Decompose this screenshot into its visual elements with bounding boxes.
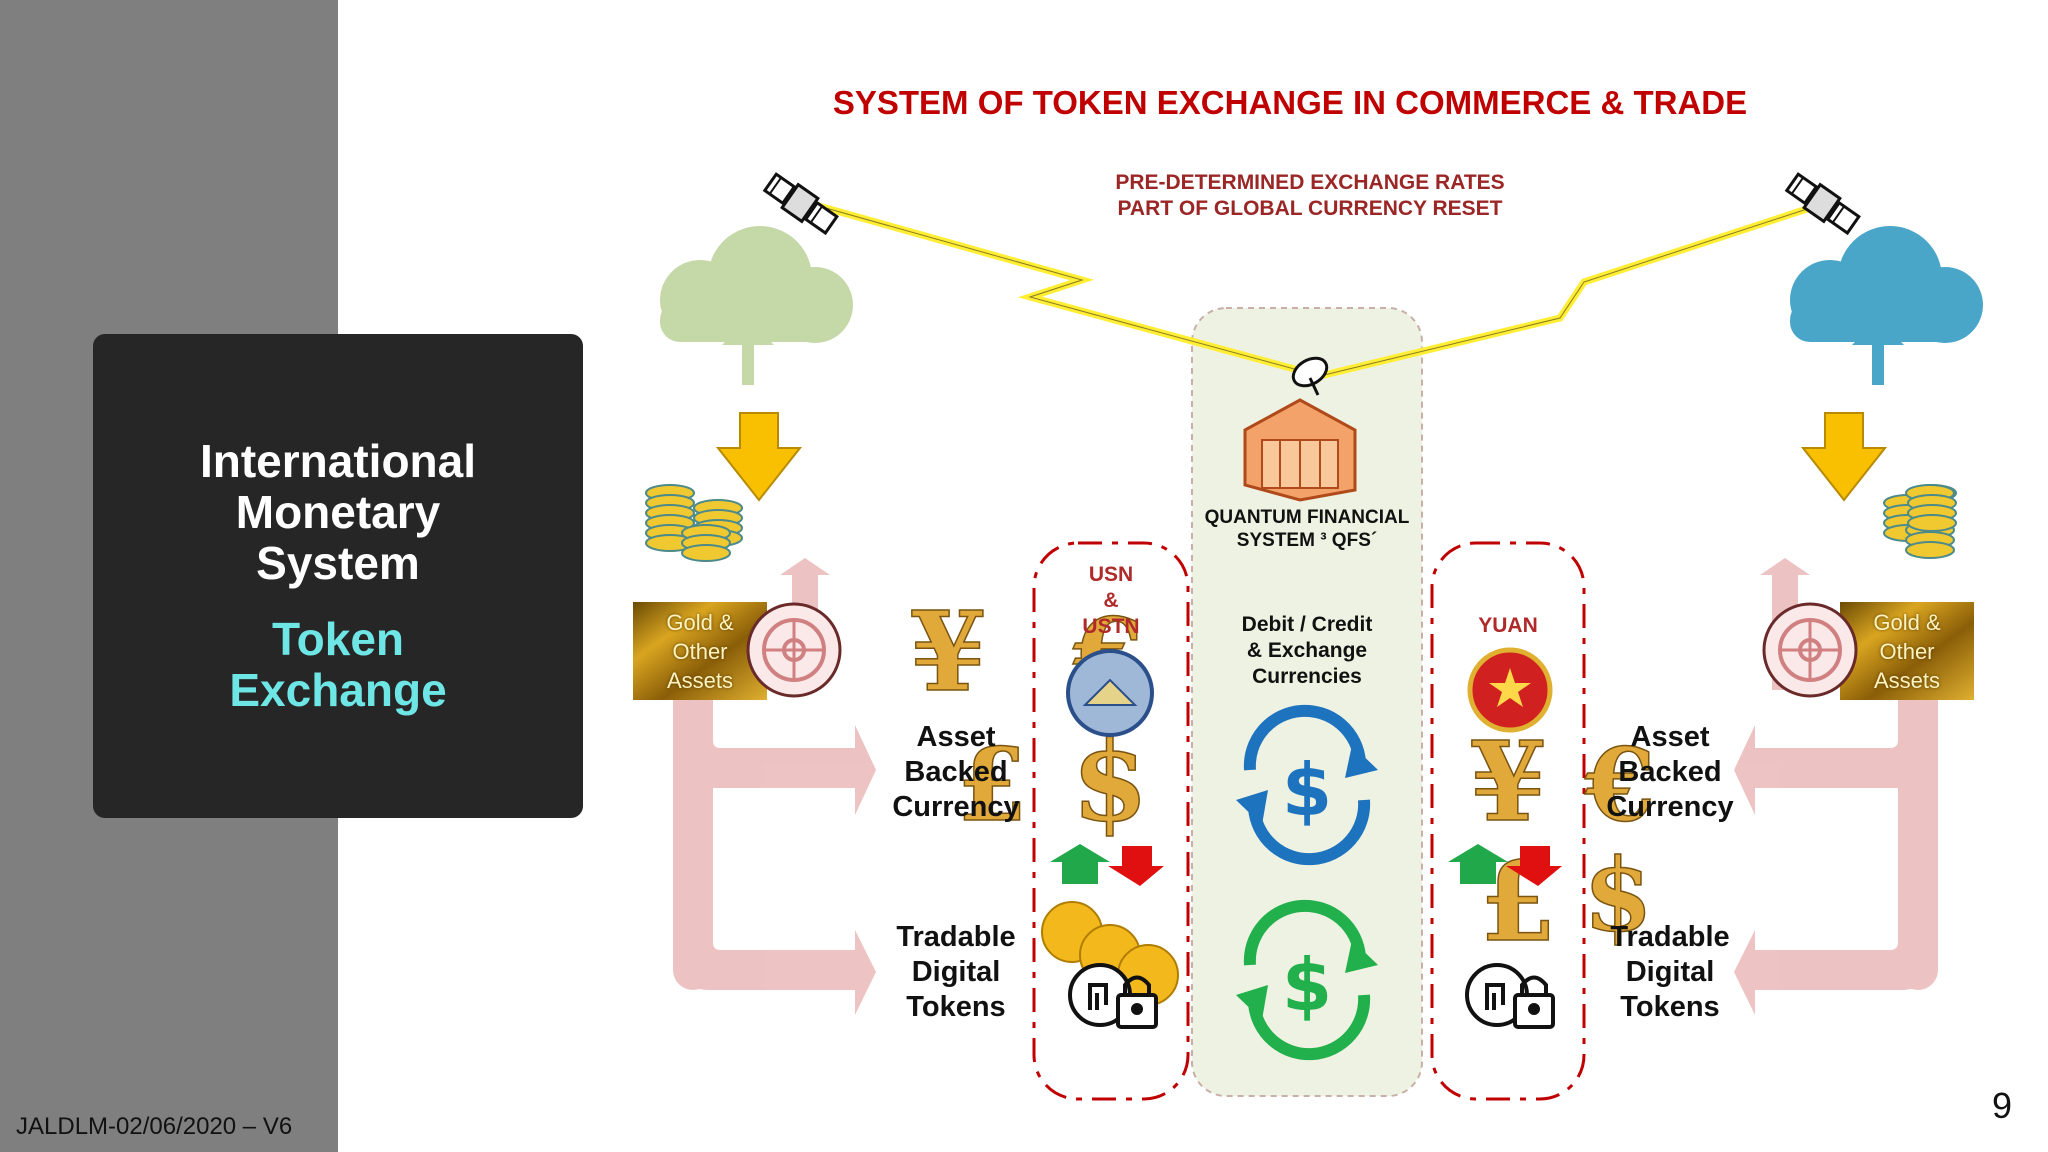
center-label: Debit / Credit & Exchange Currencies [1192, 612, 1422, 690]
page-number: 9 [1991, 1085, 2012, 1126]
satellite-icon [762, 172, 839, 236]
up-green-arrow [1448, 844, 1508, 884]
lightning-left-edge [807, 202, 1321, 377]
assets-line: Assets [1873, 668, 1941, 693]
abc-line: Backed [904, 756, 1008, 788]
qfs-line: QUANTUM FINANCIAL [1204, 507, 1410, 528]
abc-line: Currency [892, 791, 1020, 823]
heading-line: Monetary [235, 486, 441, 538]
assets-line: Gold & [666, 610, 734, 635]
tdt-line: Tokens [906, 991, 1006, 1023]
abc-line: Asset [916, 721, 996, 753]
vault-icon [746, 602, 842, 698]
satellite-dish-icon [1291, 356, 1329, 396]
china-emblem-icon [1467, 647, 1553, 733]
tdt-line: Tokens [1620, 991, 1720, 1023]
slide-title: SYSTEM OF TOKEN EXCHANGE IN COMMERCE & T… [832, 84, 1748, 121]
exchange-dollar-icon: $ [1236, 899, 1378, 1061]
gold-assets-label: Gold & Other Assets [633, 608, 767, 695]
asset-backed-currency-label: Asset Backed Currency [876, 720, 1036, 825]
svg-text:$: $ [1282, 943, 1332, 1027]
assets-line: Gold & [1873, 610, 1941, 635]
footer-version: JALDLM-02/06/2020 – V6 [16, 1113, 293, 1140]
down-arrow-icon [1800, 412, 1888, 502]
slide-subtitle: PRE-DETERMINED EXCHANGE RATES PART OF GL… [1060, 170, 1560, 222]
abc-line: Currency [1606, 791, 1734, 823]
abc-line: Asset [1630, 721, 1710, 753]
gold-assets-box [633, 602, 767, 700]
svg-text:$: $ [1282, 748, 1332, 832]
assets-line: Assets [666, 668, 734, 693]
down-red-arrow [1506, 846, 1562, 886]
gold-assets-label: Gold & Other Assets [1840, 608, 1974, 695]
usn-line: & [1103, 589, 1119, 612]
qfs-label: QUANTUM FINANCIAL SYSTEM ³ QFS´ [1192, 506, 1422, 552]
lightning-right-edge [1319, 207, 1811, 377]
digital-token-lock-icon [1465, 963, 1555, 1029]
tdt-line: Tradable [896, 921, 1016, 953]
heading-line: International [199, 435, 477, 487]
assets-line: Other [1879, 639, 1935, 664]
cloud-upload-icon [660, 226, 853, 385]
euro-icon: € [1584, 726, 1655, 844]
asset-backed-currency-label: Asset Backed Currency [1590, 720, 1750, 825]
vault-icon [1762, 602, 1858, 698]
dollar-icon: $ [1583, 836, 1653, 954]
center-line: Debit / Credit [1241, 613, 1373, 636]
pound-icon: £ [957, 726, 1027, 844]
qfs-line: SYSTEM ³ QFS´ [1236, 530, 1378, 551]
usn-container [1032, 541, 1190, 1101]
subheading-line: Exchange [229, 664, 447, 716]
yuan-container [1430, 541, 1586, 1101]
center-line: Currencies [1252, 665, 1362, 688]
tdt-line: Tradable [1610, 921, 1730, 953]
yen-icon: ¥ [910, 587, 987, 716]
usn-label: USN & USTN [1034, 562, 1188, 640]
cloud-upload-icon [1790, 226, 1983, 385]
usn-line: USTN [1082, 615, 1140, 638]
up-green-arrow [1050, 844, 1110, 884]
subtitle-line: PART OF GLOBAL CURRENCY RESET [1117, 197, 1503, 220]
bank-building-icon [1243, 398, 1357, 502]
heading-line: System [256, 537, 420, 589]
gold-assets-box [1840, 602, 1974, 700]
treasury-seal-icon [1066, 649, 1154, 737]
exchange-dollar-icon: $ [1236, 704, 1378, 866]
abc-line: Backed [1618, 756, 1722, 788]
gold-coins-icon [645, 484, 743, 562]
down-red-arrow [1108, 846, 1164, 886]
qfs-panel [1191, 307, 1423, 1097]
yen-icon: ¥ [1470, 717, 1547, 846]
dollar-icon: $ [1072, 717, 1149, 846]
tradable-digital-tokens-label: Tradable Digital Tokens [1590, 920, 1750, 1025]
assets-line: Other [672, 639, 728, 664]
subtitle-line: PRE-DETERMINED EXCHANGE RATES [1115, 171, 1505, 194]
gold-coins-icon [1883, 484, 1957, 559]
yuan-label: YUAN [1478, 614, 1538, 637]
title-box: International Monetary System Token Exch… [93, 334, 583, 818]
digital-token-lock-icon [1068, 963, 1158, 1029]
flow-arrows-left [673, 558, 876, 1015]
tradable-digital-tokens-label: Tradable Digital Tokens [876, 920, 1036, 1025]
tdt-line: Digital [911, 956, 1001, 988]
down-arrow-icon [715, 412, 803, 502]
satellite-icon [1784, 172, 1861, 236]
tdt-line: Digital [1625, 956, 1715, 988]
subheading-line: Token [271, 613, 405, 665]
center-line: & Exchange [1246, 639, 1368, 662]
usn-line: USN [1088, 563, 1134, 586]
